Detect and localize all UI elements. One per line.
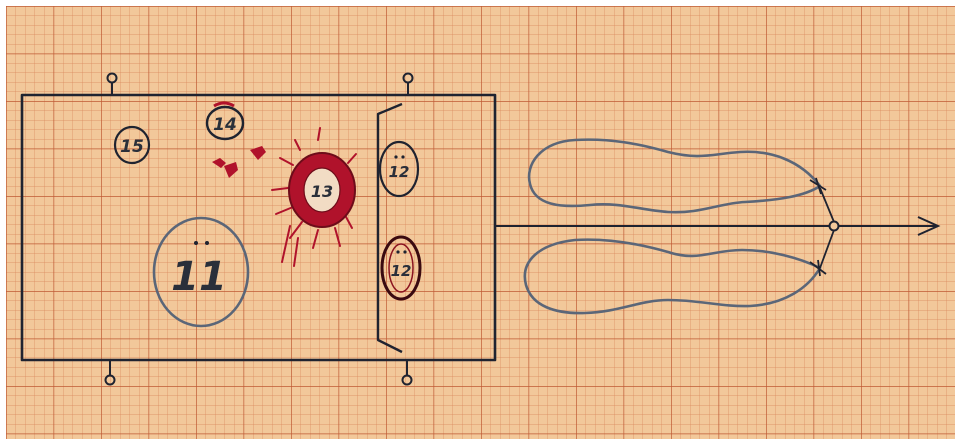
label-12-bottom: 12 xyxy=(391,262,412,280)
terminal-bottom-right xyxy=(403,360,412,385)
lobe-lower-connector xyxy=(810,230,834,276)
label-13: 13 xyxy=(311,182,333,201)
circle-14: 14 xyxy=(207,103,243,139)
lobe-upper xyxy=(529,140,820,213)
lobe-lower xyxy=(525,240,820,313)
terminal-top-left xyxy=(108,74,117,96)
main-rectangle xyxy=(22,95,495,360)
label-12-top: 12 xyxy=(389,163,410,181)
label-15: 15 xyxy=(120,137,144,157)
terminal-top-right xyxy=(404,74,413,96)
circle-15: 15 xyxy=(115,127,149,163)
circle-11: 11 xyxy=(154,218,248,326)
circle-13: 13 xyxy=(272,128,356,266)
red-dots xyxy=(212,146,266,178)
label-14: 14 xyxy=(213,115,237,135)
label-11: 11 xyxy=(171,254,227,300)
circle-12-bottom: 12 xyxy=(382,237,420,299)
lobe-upper-connector xyxy=(810,178,834,222)
circle-12-top: 12 xyxy=(380,142,418,196)
axis-arrow xyxy=(495,217,938,235)
terminal-bottom-left xyxy=(106,360,115,385)
